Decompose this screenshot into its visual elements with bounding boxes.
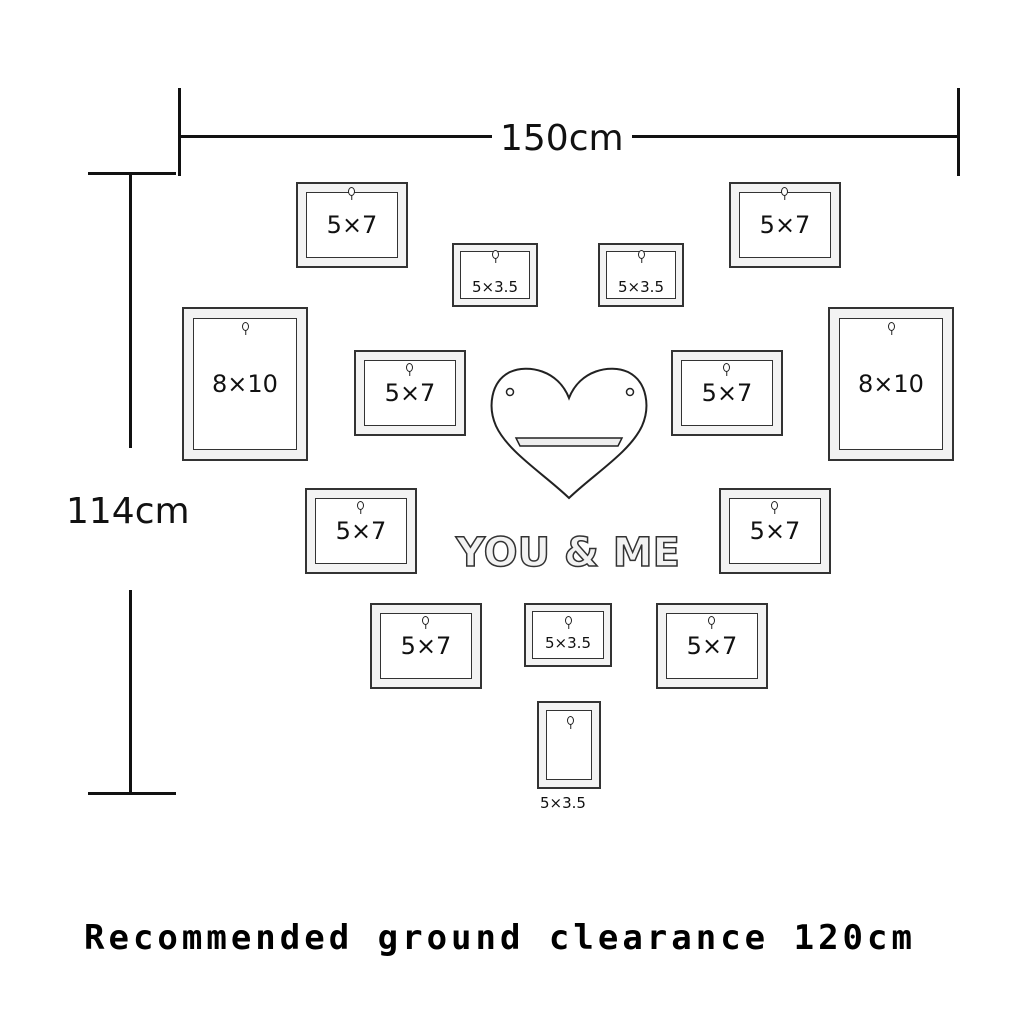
photo-frame-5x7-middle-right: 5×7 (671, 350, 783, 436)
frame-size-label: 5×3.5 (618, 278, 664, 296)
photo-frame-5x7-lower-right: 5×7 (719, 488, 831, 574)
photo-frame-5x7-middle-left: 5×7 (354, 350, 466, 436)
photo-frame-5x7-bottom-left: 5×7 (370, 603, 482, 689)
clearance-caption: Recommended ground clearance 120cm (84, 918, 916, 958)
photo-frame-8x10-left: 8×10 (182, 307, 308, 461)
frame-opening: 8×10 (193, 318, 297, 450)
frame-size-label: 5×7 (335, 517, 387, 545)
hanging-hook-icon (492, 250, 499, 259)
photo-frame-5x3.5-bottom-vertical (537, 701, 601, 789)
photo-frame-5x3.5-upper-left: 5×3.5 (452, 243, 538, 307)
height-dimension-top-tick (88, 172, 176, 175)
frame-opening: 5×7 (306, 192, 398, 258)
height-dimension-line-upper (129, 172, 132, 448)
hanging-hook-icon (422, 616, 429, 625)
you-and-me-text: YOU & ME (455, 530, 680, 576)
hanging-hook-icon (567, 716, 574, 725)
frame-opening: 5×3.5 (606, 251, 676, 299)
hanging-hook-icon (348, 187, 355, 196)
frame-size-label: 5×3.5 (545, 634, 591, 652)
height-dimension-label: 114cm (66, 491, 190, 532)
height-dimension-line-lower (129, 590, 132, 795)
frame-size-label: 5×3.5 (472, 278, 518, 296)
frame-opening: 5×7 (729, 498, 821, 564)
frame-opening: 5×7 (681, 360, 773, 426)
photo-frame-5x3.5-bottom-center: 5×3.5 (524, 603, 612, 667)
hanging-hook-icon (771, 501, 778, 510)
frame-opening: 5×7 (739, 192, 831, 258)
hanging-hook-icon (888, 322, 895, 331)
frame-size-label: 8×10 (858, 370, 924, 398)
frame-size-label: 8×10 (212, 370, 278, 398)
height-dimension-bottom-tick (88, 792, 176, 795)
hanging-hook-icon (406, 363, 413, 372)
frame-size-label: 5×7 (326, 211, 378, 239)
frame-size-label: 5×7 (686, 632, 738, 660)
photo-frame-5x7-top-left: 5×7 (296, 182, 408, 268)
hanging-hook-icon (242, 322, 249, 331)
frame-opening: 8×10 (839, 318, 943, 450)
frame-size-label: 5×7 (701, 379, 753, 407)
hanging-hook-icon (565, 616, 572, 625)
hanging-hook-icon (638, 250, 645, 259)
frame-size-label: 5×7 (749, 517, 801, 545)
frame-size-label: 5×7 (384, 379, 436, 407)
photo-frame-5x3.5-upper-right: 5×3.5 (598, 243, 684, 307)
width-dimension-label: 150cm (492, 121, 632, 157)
hanging-hook-icon (781, 187, 788, 196)
photo-frame-5x7-lower-left: 5×7 (305, 488, 417, 574)
you-and-me-sign: YOU & ME (454, 529, 680, 576)
heart-shelf-icon (490, 367, 648, 500)
frame-opening: 5×3.5 (460, 251, 530, 299)
frame-opening: 5×3.5 (532, 611, 604, 659)
hanging-hook-icon (723, 363, 730, 372)
frame-size-label: 5×7 (759, 211, 811, 239)
hanging-hook-icon (708, 616, 715, 625)
photo-frame-5x7-top-right: 5×7 (729, 182, 841, 268)
photo-frame-5x7-bottom-right: 5×7 (656, 603, 768, 689)
photo-frame-8x10-right: 8×10 (828, 307, 954, 461)
hanging-hook-icon (357, 501, 364, 510)
width-dimension-left-tick (178, 88, 181, 176)
frame-size-label-below: 5×3.5 (540, 794, 586, 812)
frame-size-label: 5×7 (400, 632, 452, 660)
width-dimension-right-tick (957, 88, 960, 176)
